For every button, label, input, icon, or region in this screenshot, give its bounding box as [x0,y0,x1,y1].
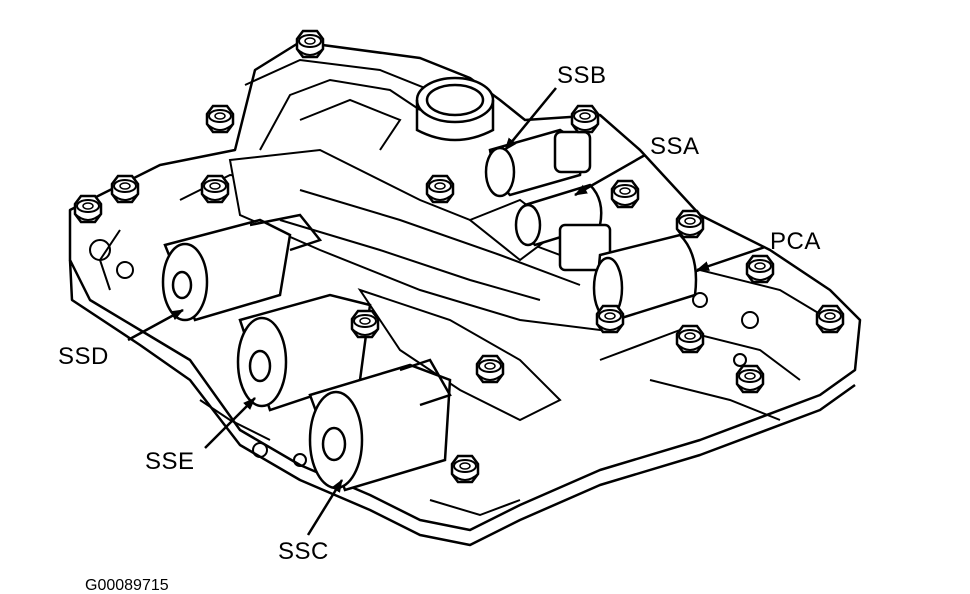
label-ssd: SSD [58,343,109,370]
bolt [350,309,380,339]
bolt [73,194,103,224]
plate-ribs [89,58,831,517]
label-sse: SSE [145,448,195,475]
arrow-ssd [127,308,184,342]
bolt [200,174,230,204]
solenoid-pca [592,233,698,322]
figure-id: G00089715 [85,577,169,594]
bolt [815,304,845,334]
bolt [610,179,640,209]
arrow-ssc [306,479,344,536]
bolt [595,304,625,334]
top-boss [415,76,495,142]
arrow-ssa [574,153,646,197]
arrow-pca [696,245,766,272]
label-pca: PCA [770,228,821,255]
label-ssa: SSA [650,133,700,160]
bolt [295,29,325,59]
label-ssc: SSC [278,538,329,565]
arrow-sse [204,397,256,449]
bolt [735,364,765,394]
bolt [675,324,705,354]
bolt [425,174,455,204]
bolt [205,104,235,134]
leader-arrows [127,87,766,536]
bolt [475,354,505,384]
solenoid-ssd [161,213,323,322]
solenoid-ssc [308,358,452,492]
arrow-ssb [504,87,557,151]
bolt [450,454,480,484]
bolt [745,254,775,284]
solenoid-sse [236,293,372,412]
bolt [675,209,705,239]
bolt [110,174,140,204]
bolt [570,104,600,134]
label-ssb: SSB [557,62,607,89]
solenoid-ssa [514,183,612,272]
